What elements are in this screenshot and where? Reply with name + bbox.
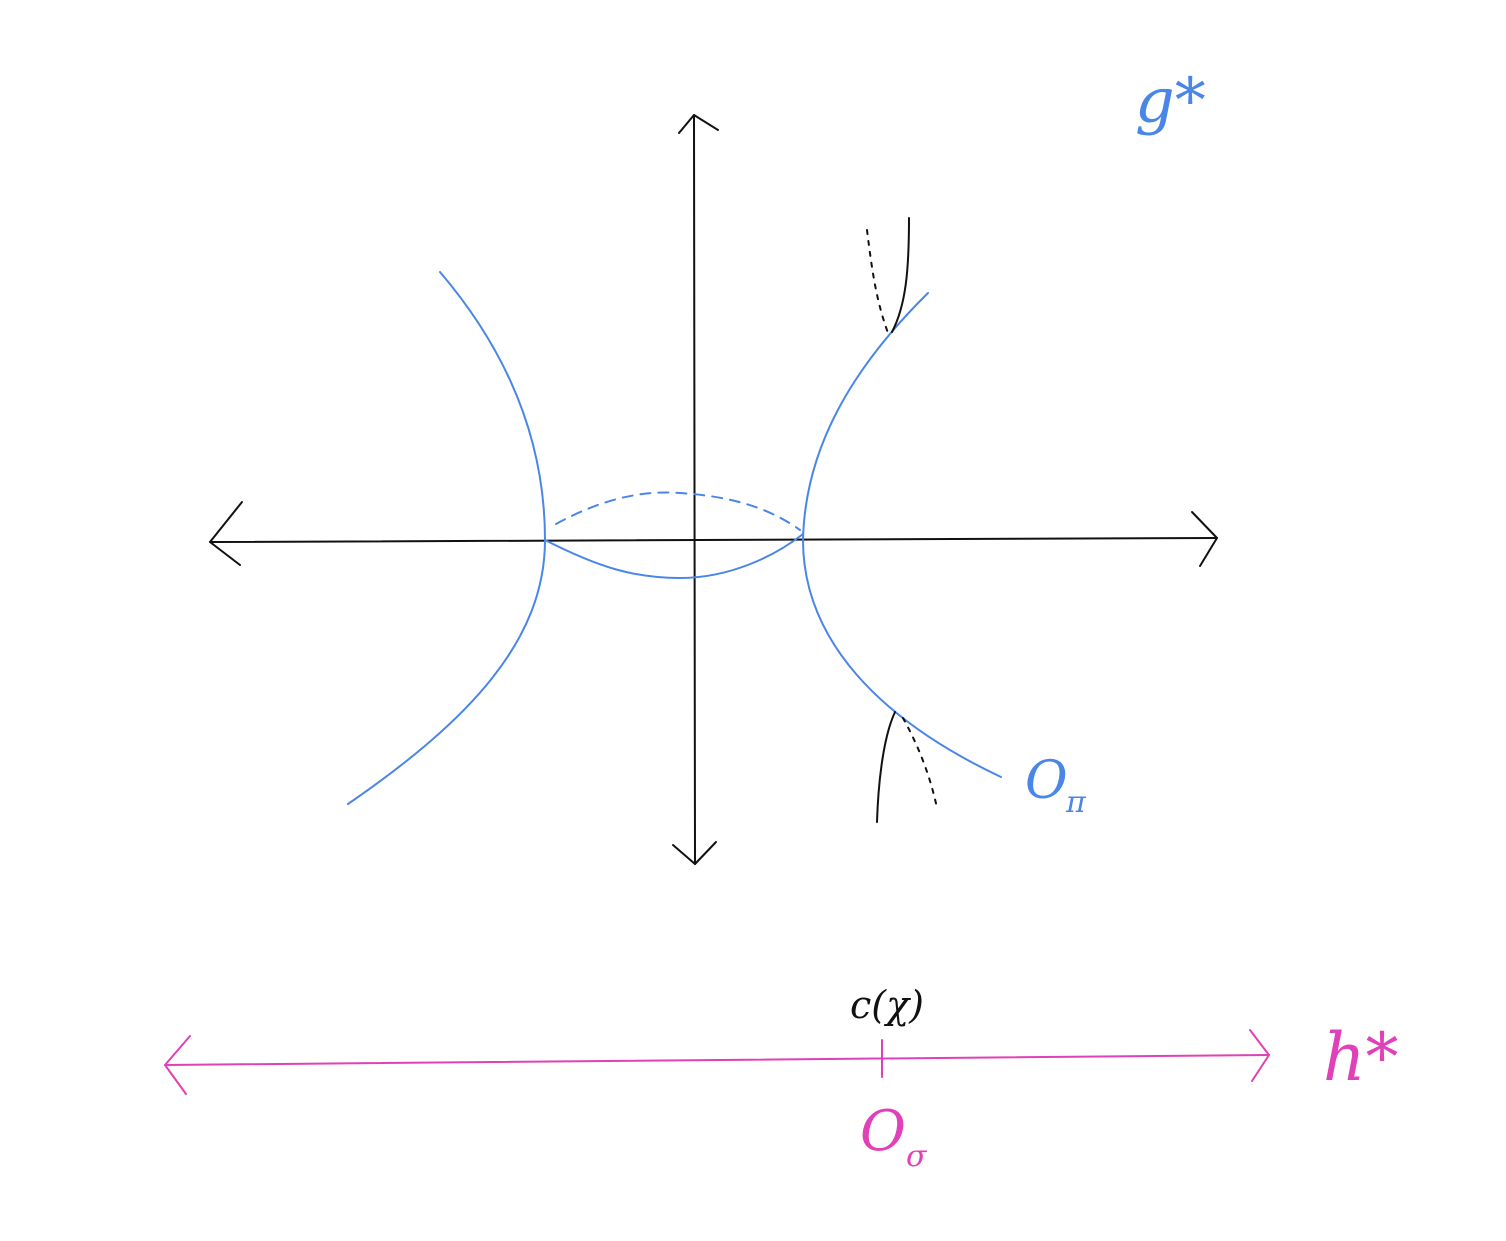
pink-line-left-arrowhead — [164, 1035, 191, 1095]
left-sheet — [347, 271, 547, 805]
c-chi-label: c(χ) — [850, 983, 924, 1027]
horizontal-axis-right-arrowhead — [1191, 511, 1218, 567]
front-ellipse — [544, 533, 804, 580]
pink-line-right-arrowhead — [1249, 1029, 1270, 1082]
horizontal-axis-left-arrowhead — [209, 501, 243, 566]
vertical-axis-top-arrowhead — [678, 114, 719, 134]
upper-solid-strand — [891, 217, 910, 333]
vertical-axis-bottom-arrowhead — [672, 841, 717, 865]
orbit-pi-subscript: π — [1065, 785, 1087, 820]
h-star-label: h* — [1323, 1019, 1399, 1096]
orbit-sigma-label: O — [860, 1099, 906, 1164]
vertical-axis — [693, 114, 696, 865]
tangent-strands — [866, 217, 938, 823]
axes — [209, 114, 1218, 865]
orbit-sigma-subscript: σ — [906, 1139, 928, 1174]
back-ellipse — [555, 491, 801, 531]
orbit-pi-label: O — [1025, 751, 1068, 811]
hyperboloid — [347, 271, 1002, 805]
right-sheet — [801, 292, 1002, 778]
horizontal-axis — [209, 537, 1218, 543]
h-star-line — [164, 1029, 1270, 1095]
g-star-label: g* — [1135, 64, 1206, 137]
lower-dotted-strand — [902, 717, 938, 809]
pink-line — [164, 1054, 1270, 1066]
upper-dotted-strand — [866, 229, 889, 334]
lower-solid-strand — [876, 711, 896, 823]
